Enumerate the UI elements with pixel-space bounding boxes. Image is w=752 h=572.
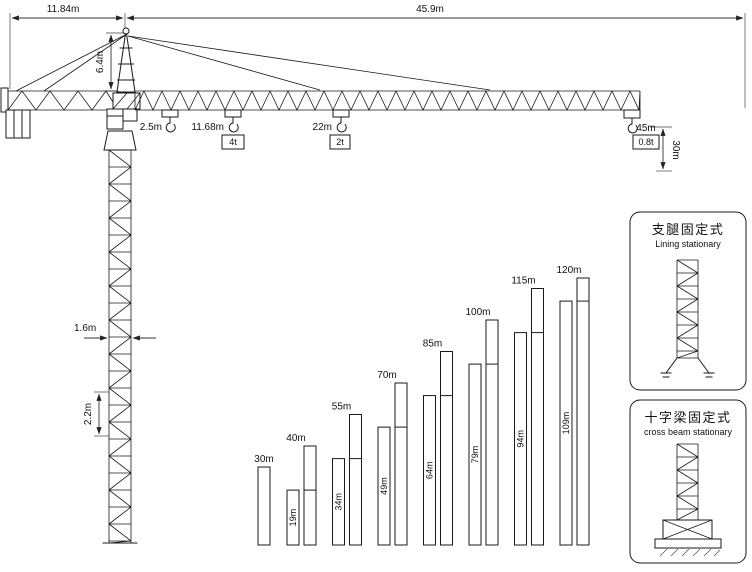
total-height-label: 70m: [377, 370, 396, 381]
height-bar-total: [303, 445, 317, 546]
pedestal-braces: [662, 519, 713, 540]
load-radius-2: 11.68m: [191, 122, 224, 133]
hook-icon: [336, 116, 347, 133]
crane-assembly: 2.5m 11.68m 22m 45m 4t 2t 0.8t: [0, 27, 660, 544]
machinery-box: [122, 108, 138, 122]
counter-jib-tip-platform: [0, 87, 9, 113]
dim-hook-height-label: 30m: [670, 140, 681, 159]
operator-cab: [106, 108, 124, 130]
height-bar-inner: [468, 363, 482, 546]
height-bar-inner: [559, 300, 573, 546]
height-bar-total: [485, 319, 499, 546]
main-jib-truss: [134, 90, 641, 111]
legend1-tower-lattice: [676, 259, 699, 359]
mast-collar: [103, 130, 137, 151]
dim-counter-jib-label: 11.84m: [47, 4, 80, 15]
inner-height-label: 94m: [516, 430, 526, 448]
inner-height-label: 64m: [425, 462, 435, 480]
dimension-lines: 11.84m 45.9m 6.4m 1.6m 2.2m 30m: [9, 4, 746, 437]
load-capacity-box-2: [221, 134, 245, 150]
total-height-label: 55m: [332, 402, 351, 413]
total-height-label: 100m: [465, 307, 490, 318]
pendant-line: [127, 35, 491, 91]
foundation-slab: [654, 538, 722, 549]
total-height-label: 120m: [556, 265, 581, 276]
height-bar-inner: [514, 332, 527, 546]
trolley-hook-2: [224, 109, 242, 133]
hook-icon: [627, 117, 638, 134]
trolley: [224, 109, 242, 118]
hook-icon: [228, 116, 239, 133]
height-bar-total: [257, 466, 271, 546]
tower-mast-lattice: [108, 149, 132, 544]
height-bar-inner: [377, 426, 391, 546]
inner-height-label: 49m: [379, 477, 389, 495]
dim-section-height-label: 2.2m: [83, 403, 94, 425]
trolley-hook-3: [332, 109, 350, 133]
trolley: [161, 109, 179, 118]
dim-tower-head-label: 6.4m: [95, 51, 106, 73]
counterweight-block: [5, 109, 31, 139]
load-capacity-3: 2t: [336, 137, 344, 147]
legend1-title-en: Lining stationary: [655, 239, 721, 249]
height-bar-inner: [286, 489, 300, 546]
pendant-line: [43, 33, 128, 92]
trolley-hook-1: [161, 109, 179, 133]
legend2-title-zh: 十字梁固定式: [644, 410, 731, 425]
load-capacity-box-3: [329, 134, 351, 150]
slewing-deck: [112, 92, 141, 110]
deck-brace: [126, 92, 141, 110]
tower-head: [116, 29, 136, 93]
height-configurations-chart: 30m 40m 19m 55m 34m 70m 49m 85m 64m 100m 79m 115m 94…: [254, 265, 590, 546]
inner-height-label: 34m: [334, 493, 344, 511]
height-bar-inner: [332, 458, 345, 546]
load-capacity-2: 4t: [229, 137, 237, 147]
inner-height-label: 109m: [561, 412, 571, 435]
legend-box: [629, 211, 747, 391]
height-bar-total: [394, 382, 408, 546]
height-bar-inner: [423, 395, 436, 546]
trolley-hook-tip: [623, 109, 641, 134]
legend-box: [629, 399, 747, 564]
total-height-label: 115m: [511, 276, 535, 287]
dim-main-jib-label: 45.9m: [416, 4, 444, 15]
height-bar-total: [576, 277, 590, 546]
ground-hatch: [659, 548, 721, 557]
dim-mast-width-label: 1.6m: [74, 323, 96, 334]
legend-leg-fixed: 支腿固定式 Lining stationary: [629, 211, 747, 391]
total-height-label: 40m: [286, 433, 305, 444]
legend1-title-zh: 支腿固定式: [652, 222, 725, 237]
total-height-label: 30m: [254, 454, 273, 465]
load-radius-1: 2.5m: [140, 122, 162, 133]
legend2-title-en: cross beam stationary: [644, 427, 733, 437]
legend2-tower-lattice: [676, 443, 699, 521]
legend1-outrigger-feet: [660, 357, 715, 378]
inner-height-label: 79m: [470, 446, 480, 464]
legend-cross-beam: 十字梁固定式 cross beam stationary: [629, 399, 747, 564]
load-radius-4: 45m: [636, 123, 655, 134]
deck-brace: [112, 92, 128, 110]
pendant-line: [127, 35, 321, 91]
height-bar-total: [531, 288, 544, 546]
trolley: [332, 109, 350, 118]
trolley: [623, 109, 641, 119]
apex-pulley: [122, 27, 130, 35]
inner-height-label: 19m: [288, 509, 298, 527]
hook-icon: [165, 116, 176, 133]
load-capacity-4: 0.8t: [638, 137, 654, 147]
load-capacity-box-4: [632, 134, 660, 150]
height-bar-total: [349, 414, 362, 546]
load-radius-3: 22m: [313, 122, 332, 133]
counter-jib-truss: [7, 90, 119, 111]
pendant-line: [15, 33, 128, 92]
height-bar-total: [440, 351, 453, 546]
total-height-label: 85m: [423, 339, 442, 350]
